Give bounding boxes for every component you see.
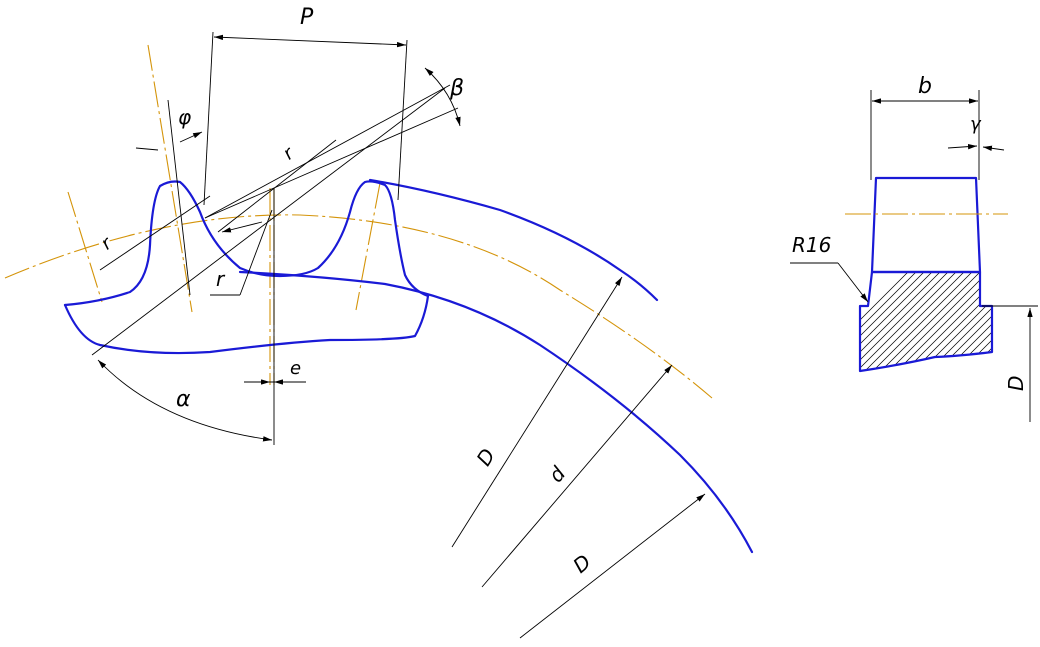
b-label: b xyxy=(918,74,932,99)
r16-label: R16 xyxy=(792,233,831,257)
pitch-diameter-label: d xyxy=(544,462,571,487)
tooth-section-crown xyxy=(870,176,982,274)
tooth-axis-left xyxy=(147,44,193,313)
hatch-line xyxy=(860,272,948,371)
hub-section-outline xyxy=(858,270,994,373)
outer-diameter-label: D xyxy=(471,444,500,470)
phi-label: φ xyxy=(178,105,191,129)
hatch-line xyxy=(860,272,916,371)
alpha-label: α xyxy=(176,387,191,412)
hatch-line xyxy=(959,272,992,371)
root-circle-arc xyxy=(238,270,754,554)
hatch-line xyxy=(860,272,924,371)
r-arrow xyxy=(221,221,263,233)
e-label: e xyxy=(290,358,301,379)
outer-diameter-leader xyxy=(451,276,623,548)
r1-left-label: r xyxy=(97,232,117,254)
pitch-ext-left xyxy=(203,31,214,206)
hatch-line xyxy=(1032,265,1040,380)
pitch-dim-line xyxy=(213,34,407,48)
hatch-line xyxy=(1000,265,1040,380)
root-diameter-label: D xyxy=(568,550,595,578)
hub-dim-label: D xyxy=(1004,376,1028,391)
r-leader xyxy=(239,209,273,296)
hatch-line xyxy=(860,272,972,371)
phi-arc xyxy=(135,132,202,151)
pitch-diameter-leader xyxy=(481,364,673,588)
hub-hatch xyxy=(860,265,1040,380)
root-diameter-leader xyxy=(519,493,706,639)
beta-arc xyxy=(424,67,461,127)
pitch-label: P xyxy=(300,5,314,30)
gamma-arrow-b xyxy=(982,145,1005,151)
r16-leader xyxy=(837,262,869,303)
gamma-label: γ xyxy=(970,114,982,135)
hatch-line xyxy=(879,272,992,371)
tooth-axis-far-left xyxy=(67,191,103,303)
hatch-line xyxy=(967,272,992,371)
hatch-line xyxy=(951,272,992,371)
tooth-profile xyxy=(63,180,430,307)
r1-left-line xyxy=(99,195,211,271)
hatch-line xyxy=(860,272,932,371)
gamma-arrow-a xyxy=(947,143,978,150)
alpha-ray xyxy=(91,87,446,356)
hatch-line xyxy=(863,272,980,371)
hatch-line xyxy=(935,272,992,371)
tooth-body-lower-edge xyxy=(63,294,430,355)
hatch-line xyxy=(1024,265,1040,380)
pitch-circle-arc xyxy=(4,214,713,399)
hatch-line xyxy=(860,272,956,371)
hatch-line xyxy=(927,272,992,371)
phi-line xyxy=(167,99,191,296)
r-label: r xyxy=(216,267,226,291)
outer-circle-arc xyxy=(368,178,659,302)
hatch-line xyxy=(871,272,988,371)
r1-top-label: r xyxy=(279,142,299,164)
tooth-axis-right xyxy=(355,182,381,311)
hatch-line xyxy=(1016,265,1040,380)
beta-line-a xyxy=(204,84,451,219)
beta-line-b xyxy=(204,107,459,219)
alpha-arc xyxy=(97,359,273,442)
hatch-line xyxy=(1008,265,1040,380)
hatch-line xyxy=(860,272,964,371)
hatch-line xyxy=(860,272,940,371)
hatch-line xyxy=(991,272,992,371)
r1-top-line xyxy=(217,139,337,233)
beta-label: β xyxy=(449,76,464,101)
